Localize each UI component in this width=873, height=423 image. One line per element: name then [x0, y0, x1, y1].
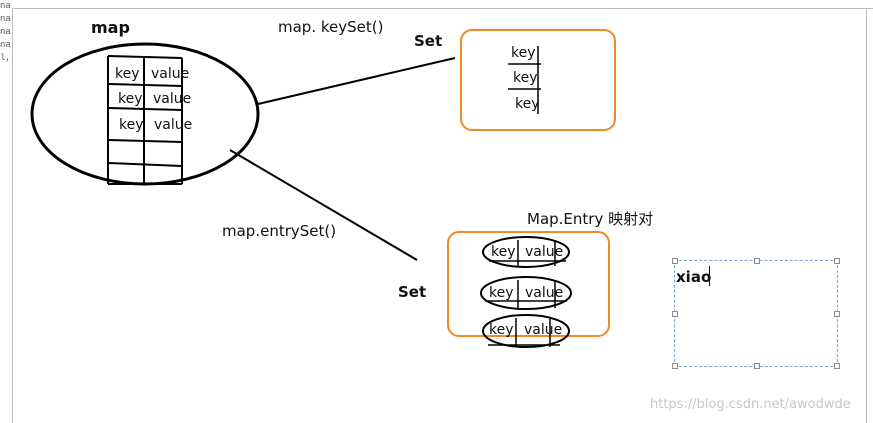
text-caret	[709, 266, 710, 286]
entry-key: key	[491, 244, 516, 260]
selected-text-box[interactable]	[672, 258, 840, 369]
keyset-item: key	[515, 96, 540, 112]
set-label-top: Set	[414, 32, 443, 50]
entry-value: value	[525, 285, 564, 301]
keyset-item: key	[513, 70, 538, 86]
resize-handle-bottom[interactable]	[754, 363, 760, 369]
entry-key: key	[489, 285, 514, 301]
resize-handle-left[interactable]	[672, 311, 678, 317]
resize-handle-top[interactable]	[754, 258, 760, 264]
resize-handle-right[interactable]	[834, 311, 840, 317]
canvas-frame-right	[866, 8, 867, 423]
keyset-connector	[257, 57, 456, 105]
map-table-grid	[107, 55, 183, 185]
edge-fragment: na	[0, 1, 11, 11]
edge-fragment: l,	[0, 53, 11, 63]
keyset-call-label: map. keySet()	[278, 18, 384, 36]
entryset-connector	[229, 149, 418, 261]
edge-fragment: na	[0, 40, 11, 50]
map-row-value: value	[153, 91, 192, 107]
map-row-key: key	[119, 117, 144, 133]
canvas-frame-left	[12, 8, 13, 423]
entry-dividers	[485, 240, 567, 347]
text-box-content[interactable]: xiao	[676, 268, 712, 286]
resize-handle-top-left[interactable]	[672, 258, 678, 264]
entry-key: key	[489, 322, 514, 338]
entry-value: value	[525, 244, 564, 260]
canvas-frame-top	[12, 8, 873, 9]
entryset-call-label: map.entrySet()	[222, 222, 337, 240]
map-row-value: value	[151, 66, 190, 82]
map-row-value: value	[154, 117, 193, 133]
resize-handle-bottom-left[interactable]	[672, 363, 678, 369]
edge-fragment: na	[0, 27, 11, 37]
entry-value: value	[524, 322, 563, 338]
map-row-key: key	[118, 91, 143, 107]
resize-handle-top-right[interactable]	[834, 258, 840, 264]
map-row-key: key	[115, 66, 140, 82]
keyset-box	[460, 29, 616, 131]
entryset-box	[447, 231, 610, 337]
entry-caption: Map.Entry 映射对	[527, 210, 654, 228]
entry-ovals	[480, 236, 572, 348]
watermark: https://blog.csdn.net/awodwde	[650, 397, 851, 412]
map-label: map	[91, 18, 130, 37]
left-edge-fragments: na na na na l,	[0, 0, 11, 65]
set-label-bottom: Set	[398, 283, 427, 301]
keyset-strokes	[508, 46, 541, 114]
keyset-item: key	[511, 45, 536, 61]
resize-handle-bottom-right[interactable]	[834, 363, 840, 369]
edge-fragment: na	[0, 14, 11, 24]
